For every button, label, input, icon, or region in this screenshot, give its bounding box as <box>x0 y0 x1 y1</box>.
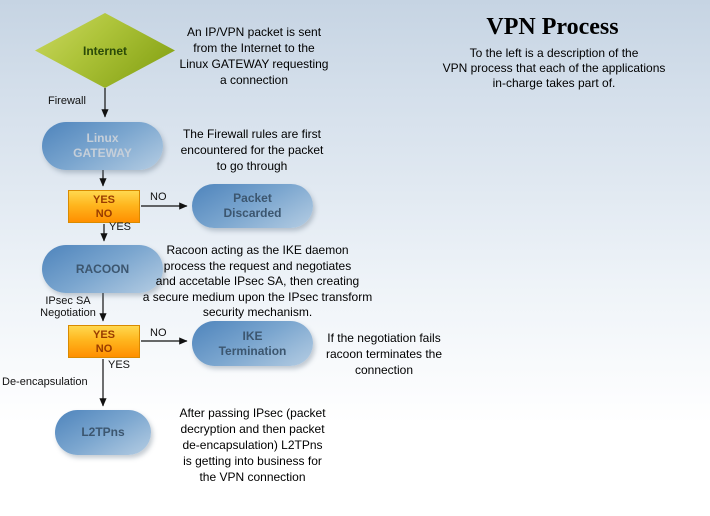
de-encapsulation-edge-label: De-encapsulation <box>2 376 88 388</box>
page-description: To the left is a description of the VPN … <box>442 46 666 90</box>
decision-1-branch-no: NO <box>150 191 167 203</box>
negotiation-decision-box: YES NO <box>68 325 140 358</box>
l2tpns-annotation: After passing IPsec (packet decryption a… <box>179 406 326 484</box>
racoon-annotation: Racoon acting as the IKE daemon process … <box>142 243 373 319</box>
linux-gateway-node: Linux GATEWAY <box>42 122 163 170</box>
decision-2-no-label: NO <box>95 342 113 355</box>
firewall-rules-annotation: The Firewall rules are first encountered… <box>180 127 324 173</box>
decision-2-yes-label: YES <box>92 328 115 341</box>
ipsec-sa-edge-label: IPsec SA Negotiation <box>40 295 96 319</box>
internet-label: Internet <box>82 43 127 58</box>
decision-1-no-label: NO <box>95 207 113 220</box>
firewall-edge-label: Firewall <box>48 95 86 107</box>
l2tpns-node: L2TPns <box>55 410 151 455</box>
internet-annotation: An IP/VPN packet is sent from the Intern… <box>179 25 329 87</box>
decision-1-yes-label: YES <box>92 193 115 206</box>
ike-termination-node: IKE Termination <box>192 321 313 366</box>
decision-2-branch-no: NO <box>150 327 167 339</box>
decision-1-branch-yes: YES <box>109 221 132 233</box>
decision-2-branch-yes: YES <box>108 359 131 371</box>
packet-discarded-node: Packet Discarded <box>192 184 313 228</box>
page-title: VPN Process <box>486 14 619 40</box>
racoon-node: RACOON <box>42 245 163 293</box>
ike-annotation: If the negotiation fails racoon terminat… <box>325 331 443 377</box>
firewall-decision-box: YES NO <box>68 190 140 223</box>
internet-diamond-node: Internet <box>35 13 175 88</box>
